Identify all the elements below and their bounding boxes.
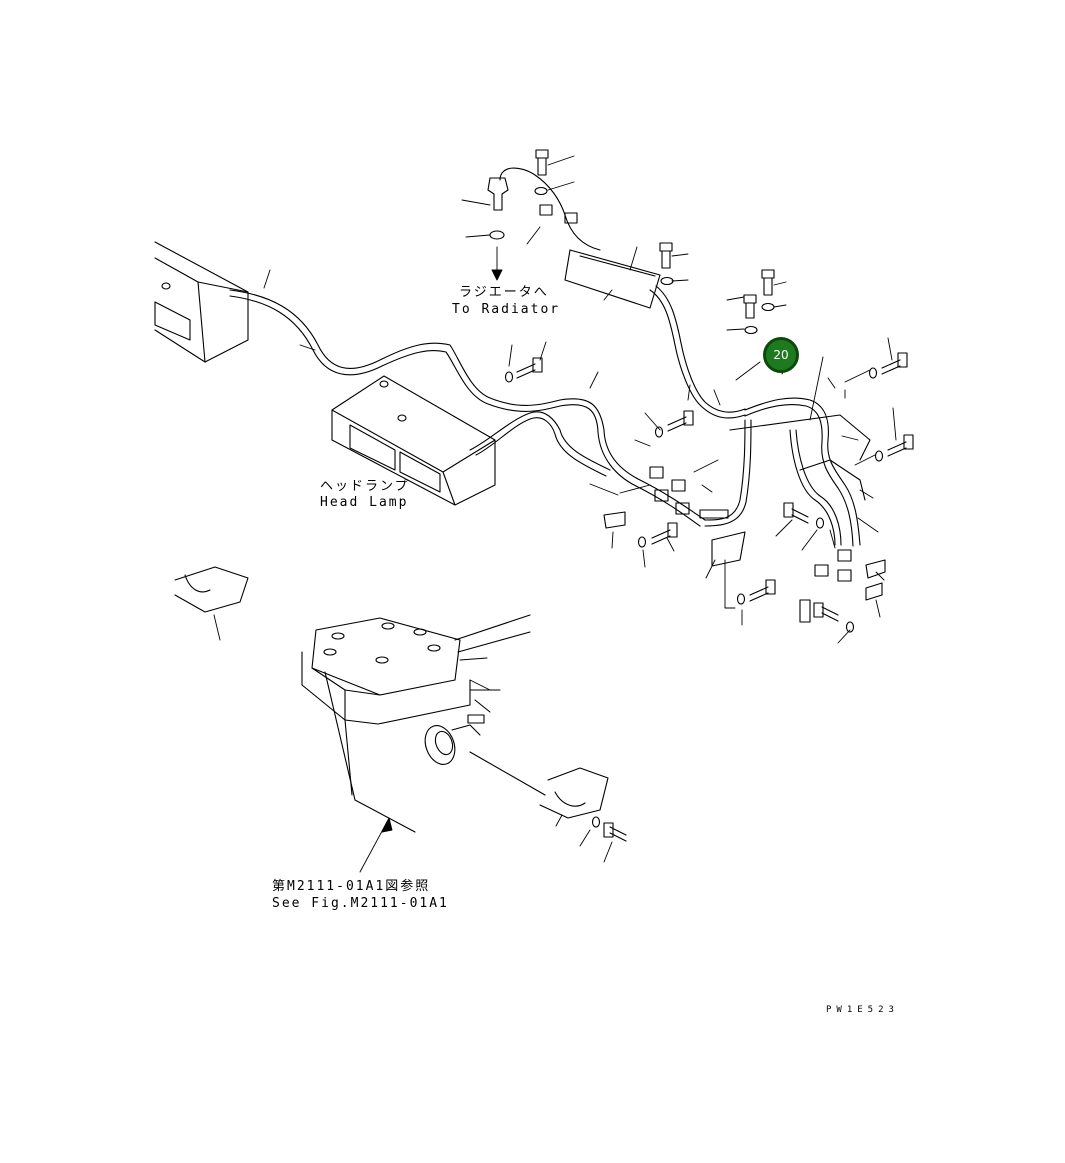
radiator-label-jp: ラジエータへ bbox=[459, 285, 549, 300]
right-harness-bundle bbox=[704, 397, 871, 547]
leader-lines bbox=[213, 155, 897, 873]
bolts-washers bbox=[487, 149, 914, 842]
see-figure-label-jp: 第M2111-01A1図参照 bbox=[272, 879, 431, 894]
radiator-label-en: To Radiator bbox=[452, 302, 561, 317]
see-figure-label-en: See Fig.M2111-01A1 bbox=[272, 896, 449, 911]
left-lamp-housing bbox=[154, 241, 249, 363]
connectors bbox=[539, 204, 852, 623]
mount-assembly bbox=[301, 614, 546, 833]
head-lamp-box bbox=[331, 375, 496, 506]
harness-sleeve bbox=[564, 249, 661, 309]
main-harness bbox=[229, 289, 706, 527]
part-callout-20[interactable]: 20 bbox=[763, 337, 799, 373]
clamp-brackets bbox=[174, 511, 886, 819]
radiator-harness bbox=[499, 167, 746, 419]
headlamp-label-jp: ヘッドランプ bbox=[320, 479, 410, 494]
headlamp-label-en: Head Lamp bbox=[320, 495, 409, 510]
drawing-code: PW1E523 bbox=[826, 1005, 899, 1015]
